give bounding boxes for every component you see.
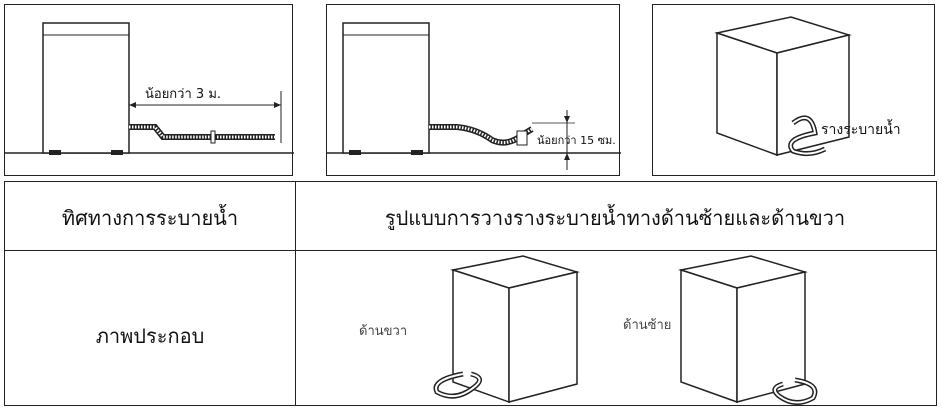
drain-label: รางระบายน้ำ	[821, 122, 901, 138]
right-side-label: ด้านขวา	[359, 324, 408, 339]
header-drain-layout: รูปแบบการวางรางระบายน้ำทางด้านซ้ายและด้า…	[384, 206, 846, 230]
distance-label: น้อยกว่า 3 ม.	[145, 87, 222, 102]
machine-hose-height-illustration	[327, 22, 621, 170]
table-column-divider	[295, 182, 296, 405]
install-diagram-height: น้อยกว่า 15 ซม.	[326, 4, 621, 176]
machine-right-drain-illustration	[433, 255, 580, 404]
install-diagram-drain: รางระบายน้ำ	[652, 4, 935, 176]
table-row-divider	[5, 250, 936, 251]
left-side-label: ด้านซ้าย	[623, 318, 672, 333]
install-diagram-distance: น้อยกว่า 3 ม.	[4, 4, 294, 176]
machine-left-drain-illustration	[678, 255, 818, 405]
header-drain-direction: ทิศทางการระบายน้ำ	[61, 206, 239, 230]
machine-hose-distance-illustration	[5, 22, 294, 155]
height-label: น้อยกว่า 15 ซม.	[537, 134, 616, 147]
machine-drain-illustration	[714, 16, 852, 157]
drain-direction-table: ทิศทางการระบายน้ำ รูปแบบการวางรางระบายน้…	[4, 181, 937, 406]
row-label-illustration: ภาพประกอบ	[95, 324, 205, 348]
